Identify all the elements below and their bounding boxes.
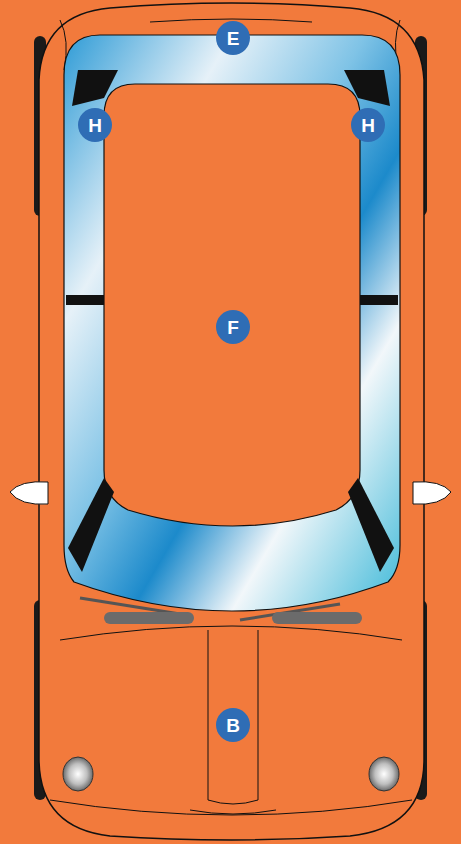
callout-letter: F [216, 310, 250, 344]
callout-letter: H [78, 108, 112, 142]
callout-letter: B [216, 708, 250, 742]
callout-letter: E [216, 21, 250, 55]
callout-letter: H [351, 108, 385, 142]
